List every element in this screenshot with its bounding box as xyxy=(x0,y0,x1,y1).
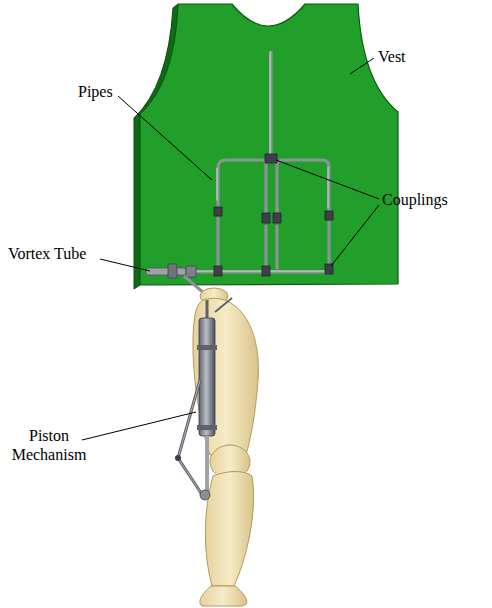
couplings xyxy=(214,154,333,276)
pipes xyxy=(150,52,329,272)
vest xyxy=(134,4,398,289)
part-label: Piston Mechanism xyxy=(4,426,94,464)
leader-lines xyxy=(82,58,379,440)
part-label: Couplings xyxy=(382,190,448,209)
piston-mechanism xyxy=(175,298,232,500)
pipes-highlight xyxy=(150,52,329,271)
mannequin-leg xyxy=(193,288,258,606)
part-label: Vortex Tube xyxy=(8,244,86,263)
part-label: Vest xyxy=(378,47,406,66)
part-label: Pipes xyxy=(78,82,113,101)
